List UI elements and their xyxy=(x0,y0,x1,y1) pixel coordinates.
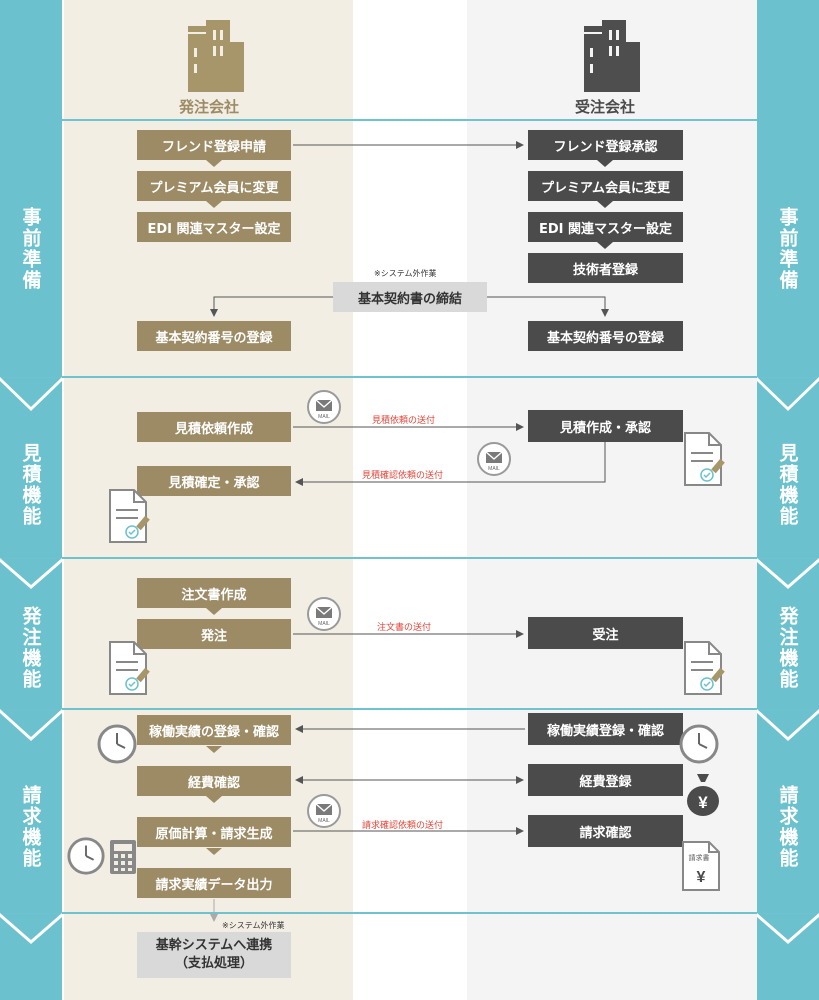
document-stamp-icon xyxy=(106,488,154,548)
section-band-invoice xyxy=(0,710,62,913)
client-company-name: 発注会社 xyxy=(178,98,239,116)
section-label-order: 発注機能 xyxy=(776,605,799,690)
section-band-integration xyxy=(757,914,819,1000)
section-label-estimate: 見積機能 xyxy=(776,443,799,527)
section-divider xyxy=(0,912,819,914)
vendor-edi-master-box: EDI 関連マスター設定 xyxy=(528,212,683,242)
svg-text:MAIL: MAIL xyxy=(318,621,330,627)
mail-icon: MAIL xyxy=(306,596,342,636)
section-divider xyxy=(0,708,819,710)
section-label-estimate: 見積機能 xyxy=(19,443,42,527)
expense-register-box: 経費登録 xyxy=(528,764,683,796)
vendor-work-record-box: 稼働実績登録・確認 xyxy=(528,713,683,745)
section-band-preparation xyxy=(0,0,62,377)
section-divider xyxy=(0,557,819,559)
document-stamp-icon xyxy=(681,640,729,700)
outside-system-note: ※システム外作業 xyxy=(374,269,437,278)
client-work-record-box: 稼働実績の登録・確認 xyxy=(137,715,291,745)
section-band-integration xyxy=(0,914,62,1000)
core-system-title: 基幹システムへ連携 xyxy=(155,938,273,953)
right-section-sidebar: 事前準備 見積機能 発注機能 請求機能 xyxy=(757,0,819,1000)
svg-text:MAIL: MAIL xyxy=(488,466,500,472)
mail-icon: MAIL xyxy=(306,389,342,429)
vendor-company-name: 受注会社 xyxy=(574,98,635,116)
clock-icon xyxy=(96,723,138,769)
friend-approve-box: フレンド登録承認 xyxy=(528,130,683,160)
left-section-sidebar: 事前準備 見積機能 発注機能 請求機能 xyxy=(0,0,62,1000)
svg-text:¥: ¥ xyxy=(698,793,708,812)
order-box: 発注 xyxy=(137,619,291,649)
core-system-box: 基幹システムへ連携 （支払処理） xyxy=(137,932,291,978)
client-edi-master-box: EDI 関連マスター設定 xyxy=(137,212,291,242)
friend-request-box: フレンド登録申請 xyxy=(137,130,291,160)
estimate-create-box: 見積作成・承認 xyxy=(528,410,683,442)
invoice-confirm-send-label: 請求確認依頼の送付 xyxy=(362,821,444,831)
outside-system-note: ※システム外作業 xyxy=(222,921,285,930)
building-icon xyxy=(584,20,640,92)
engineer-register-box: 技術者登録 xyxy=(528,253,683,283)
vendor-contract-number-box: 基本契約番号の登録 xyxy=(528,321,683,351)
clock-icon xyxy=(66,836,106,880)
estimate-request-box: 見積依頼作成 xyxy=(137,412,291,442)
calculator-icon xyxy=(108,838,138,880)
contract-box: 基本契約書の締結 xyxy=(333,282,487,312)
cost-calc-box: 原価計算・請求生成 xyxy=(137,817,291,847)
section-label-order: 発注機能 xyxy=(19,605,42,690)
client-contract-number-box: 基本契約番号の登録 xyxy=(137,321,291,351)
estimate-request-send-label: 見積依頼の送付 xyxy=(372,416,436,426)
section-divider xyxy=(0,376,819,378)
building-icon xyxy=(188,20,244,92)
estimate-confirm-send-label: 見積確認依頼の送付 xyxy=(362,471,444,481)
money-bag-icon: ¥ xyxy=(683,770,723,822)
section-band-preparation xyxy=(757,0,819,377)
invoice-output-box: 請求実績データ出力 xyxy=(137,868,291,898)
vendor-premium-box: プレミアム会員に変更 xyxy=(528,171,683,201)
purchase-order-box: 注文書作成 xyxy=(137,578,291,608)
section-label-preparation: 事前準備 xyxy=(776,206,799,291)
vendor-company-header: 受注会社 xyxy=(550,12,660,117)
svg-text:MAIL: MAIL xyxy=(318,414,330,420)
core-system-subtitle: （支払処理） xyxy=(174,956,253,971)
mail-icon: MAIL xyxy=(306,793,342,833)
section-band-invoice xyxy=(757,710,819,913)
svg-text:請求書: 請求書 xyxy=(689,853,710,862)
invoice-icon: 請求書 ¥ xyxy=(681,840,721,896)
header-divider xyxy=(0,119,819,121)
client-company-header: 発注会社 xyxy=(154,12,264,117)
invoice-confirm-box: 請求確認 xyxy=(528,815,683,847)
section-label-invoice: 請求機能 xyxy=(776,784,799,869)
order-send-label: 注文書の送付 xyxy=(377,623,432,633)
expense-confirm-box: 経費確認 xyxy=(137,766,291,796)
svg-text:MAIL: MAIL xyxy=(318,818,330,824)
clock-icon xyxy=(678,723,720,769)
center-column-background xyxy=(353,0,467,1000)
document-stamp-icon xyxy=(106,640,154,700)
estimate-confirm-box: 見積確定・承認 xyxy=(137,466,291,496)
client-premium-box: プレミアム会員に変更 xyxy=(137,171,291,201)
receive-order-box: 受注 xyxy=(528,617,683,649)
mail-icon: MAIL xyxy=(476,441,512,481)
svg-text:¥: ¥ xyxy=(697,869,706,886)
section-label-preparation: 事前準備 xyxy=(19,206,42,291)
document-stamp-icon xyxy=(681,431,729,491)
section-label-invoice: 請求機能 xyxy=(19,784,42,869)
